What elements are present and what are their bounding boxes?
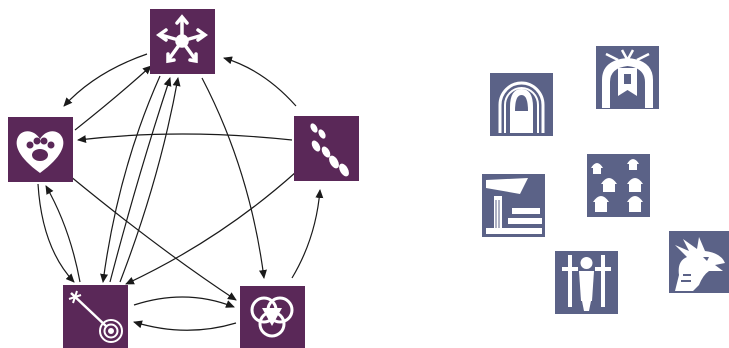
node-bottom-left — [63, 285, 128, 348]
edge-bottom-left-to-top-2 — [119, 77, 181, 283]
edge-bottom-left-to-top — [109, 77, 172, 283]
edge-left-to-top — [74, 65, 152, 131]
graph-edges — [37, 53, 324, 331]
edge-right-to-top — [223, 56, 297, 107]
edge-top-to-bottom-left — [100, 75, 161, 283]
tile-hooded-figure — [490, 73, 553, 136]
swords-knight-icon — [562, 255, 611, 311]
tile-banner-arch — [596, 46, 659, 109]
edge-right-to-left — [77, 133, 293, 144]
villages-icon — [591, 159, 643, 212]
node-bottom-right — [240, 286, 305, 348]
banner-arch-icon — [602, 49, 653, 108]
edge-bottom-right-to-right — [291, 189, 324, 279]
tile-swords-knight — [555, 251, 618, 314]
node-top — [150, 9, 215, 74]
edge-top-to-left — [63, 53, 148, 107]
footprints-icon — [310, 123, 349, 177]
edge-bottom-left-to-left — [45, 185, 81, 283]
pinwheel-arrows-icon — [155, 14, 209, 64]
node-right — [294, 116, 359, 181]
tile-ruins — [482, 174, 545, 237]
arrow-target-icon — [68, 290, 123, 343]
node-left — [8, 117, 73, 182]
dragon-icon — [675, 237, 725, 291]
hooded-figure-icon — [498, 81, 545, 133]
triple-circle-icon — [250, 296, 294, 338]
edge-bottom-left-to-bottom-right — [133, 296, 235, 308]
tile-dragon — [669, 231, 729, 293]
edge-bottom-right-to-bottom-left — [133, 320, 237, 331]
paw-heart-icon — [16, 131, 64, 173]
ruins-icon — [486, 178, 542, 234]
edge-left-to-bottom-left — [37, 183, 75, 283]
edge-right-to-bottom-left — [125, 171, 297, 285]
tile-villages — [587, 154, 650, 217]
edge-top-to-bottom-right — [201, 77, 267, 279]
edge-left-to-bottom-right — [69, 175, 237, 301]
